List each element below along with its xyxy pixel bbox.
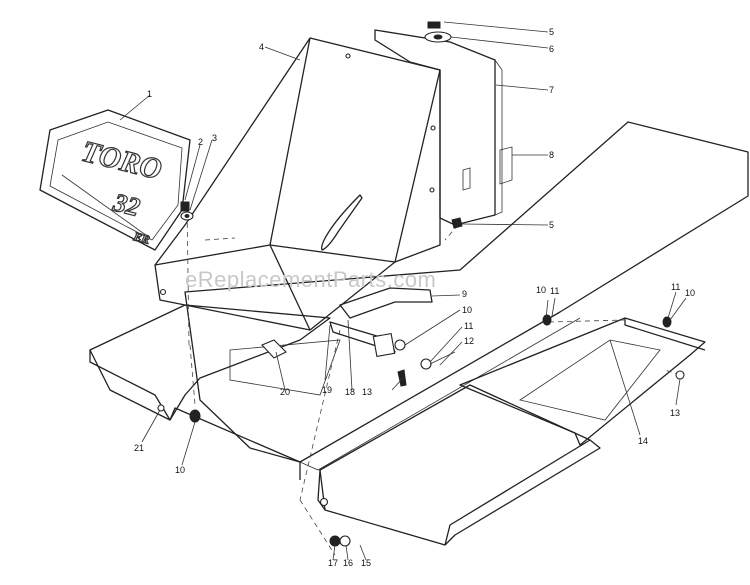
label-10-left: 10 bbox=[175, 465, 185, 475]
label-17: 17 bbox=[328, 558, 338, 568]
side-plate bbox=[459, 317, 706, 446]
washer-16 bbox=[339, 535, 351, 547]
label-13-right: 13 bbox=[670, 408, 680, 418]
toro-decal: TORO 32 ER bbox=[39, 109, 191, 251]
rear-bracket bbox=[374, 29, 513, 226]
bolt-2 bbox=[180, 201, 190, 212]
front-skid-plate bbox=[317, 384, 601, 546]
label-11-mid: 11 bbox=[464, 321, 473, 331]
nut-10-right bbox=[662, 316, 672, 328]
nut-10-mid bbox=[542, 314, 552, 326]
label-14: 14 bbox=[638, 436, 648, 446]
screw-5-top bbox=[427, 21, 441, 29]
label-5-top: 5 bbox=[549, 27, 554, 37]
label-1: 1 bbox=[147, 89, 152, 99]
decal-model-text: 32 bbox=[110, 187, 143, 222]
label-10-mid: 10 bbox=[462, 305, 472, 315]
label-15: 15 bbox=[361, 558, 371, 568]
label-4: 4 bbox=[259, 42, 264, 52]
label-9: 9 bbox=[462, 289, 467, 299]
label-12: 12 bbox=[464, 336, 474, 346]
label-11-upper: 11 bbox=[550, 286, 559, 296]
nut-10-left bbox=[189, 409, 201, 423]
hardware bbox=[180, 21, 685, 547]
left-lower-shield bbox=[89, 304, 331, 480]
bolt-13-right bbox=[675, 370, 685, 380]
bolt-13-mid bbox=[397, 369, 407, 387]
bolt-17 bbox=[329, 535, 341, 547]
label-21: 21 bbox=[134, 443, 144, 453]
label-13-mid: 13 bbox=[362, 387, 372, 397]
label-19: 19 bbox=[322, 385, 332, 395]
label-8: 8 bbox=[549, 150, 554, 160]
chute-housing bbox=[154, 37, 441, 331]
assembly-guide-lines bbox=[186, 204, 681, 556]
label-20: 20 bbox=[280, 387, 290, 397]
label-2: 2 bbox=[198, 137, 203, 147]
label-7: 7 bbox=[549, 85, 554, 95]
label-5-low: 5 bbox=[549, 220, 554, 230]
watermark-text: eReplacementParts.com bbox=[185, 267, 436, 292]
bolt-20 bbox=[261, 339, 287, 359]
label-3: 3 bbox=[212, 133, 217, 143]
decal-suffix-text: ER bbox=[131, 229, 151, 247]
label-10-upper: 10 bbox=[536, 285, 546, 295]
label-10-right: 10 bbox=[685, 288, 695, 298]
label-11-right: 11 bbox=[671, 282, 680, 292]
label-18: 18 bbox=[345, 387, 355, 397]
base-plate bbox=[184, 121, 749, 471]
chute-control-assembly bbox=[329, 287, 456, 370]
label-6: 6 bbox=[549, 44, 554, 54]
decal-brand-text: TORO bbox=[78, 135, 165, 187]
part-labels: 1 2 3 4 5 6 7 8 5 9 10 11 12 13 18 19 20… bbox=[134, 27, 695, 568]
screw-5-low bbox=[451, 217, 463, 229]
label-16: 16 bbox=[343, 558, 353, 568]
leader-lines bbox=[119, 21, 687, 561]
